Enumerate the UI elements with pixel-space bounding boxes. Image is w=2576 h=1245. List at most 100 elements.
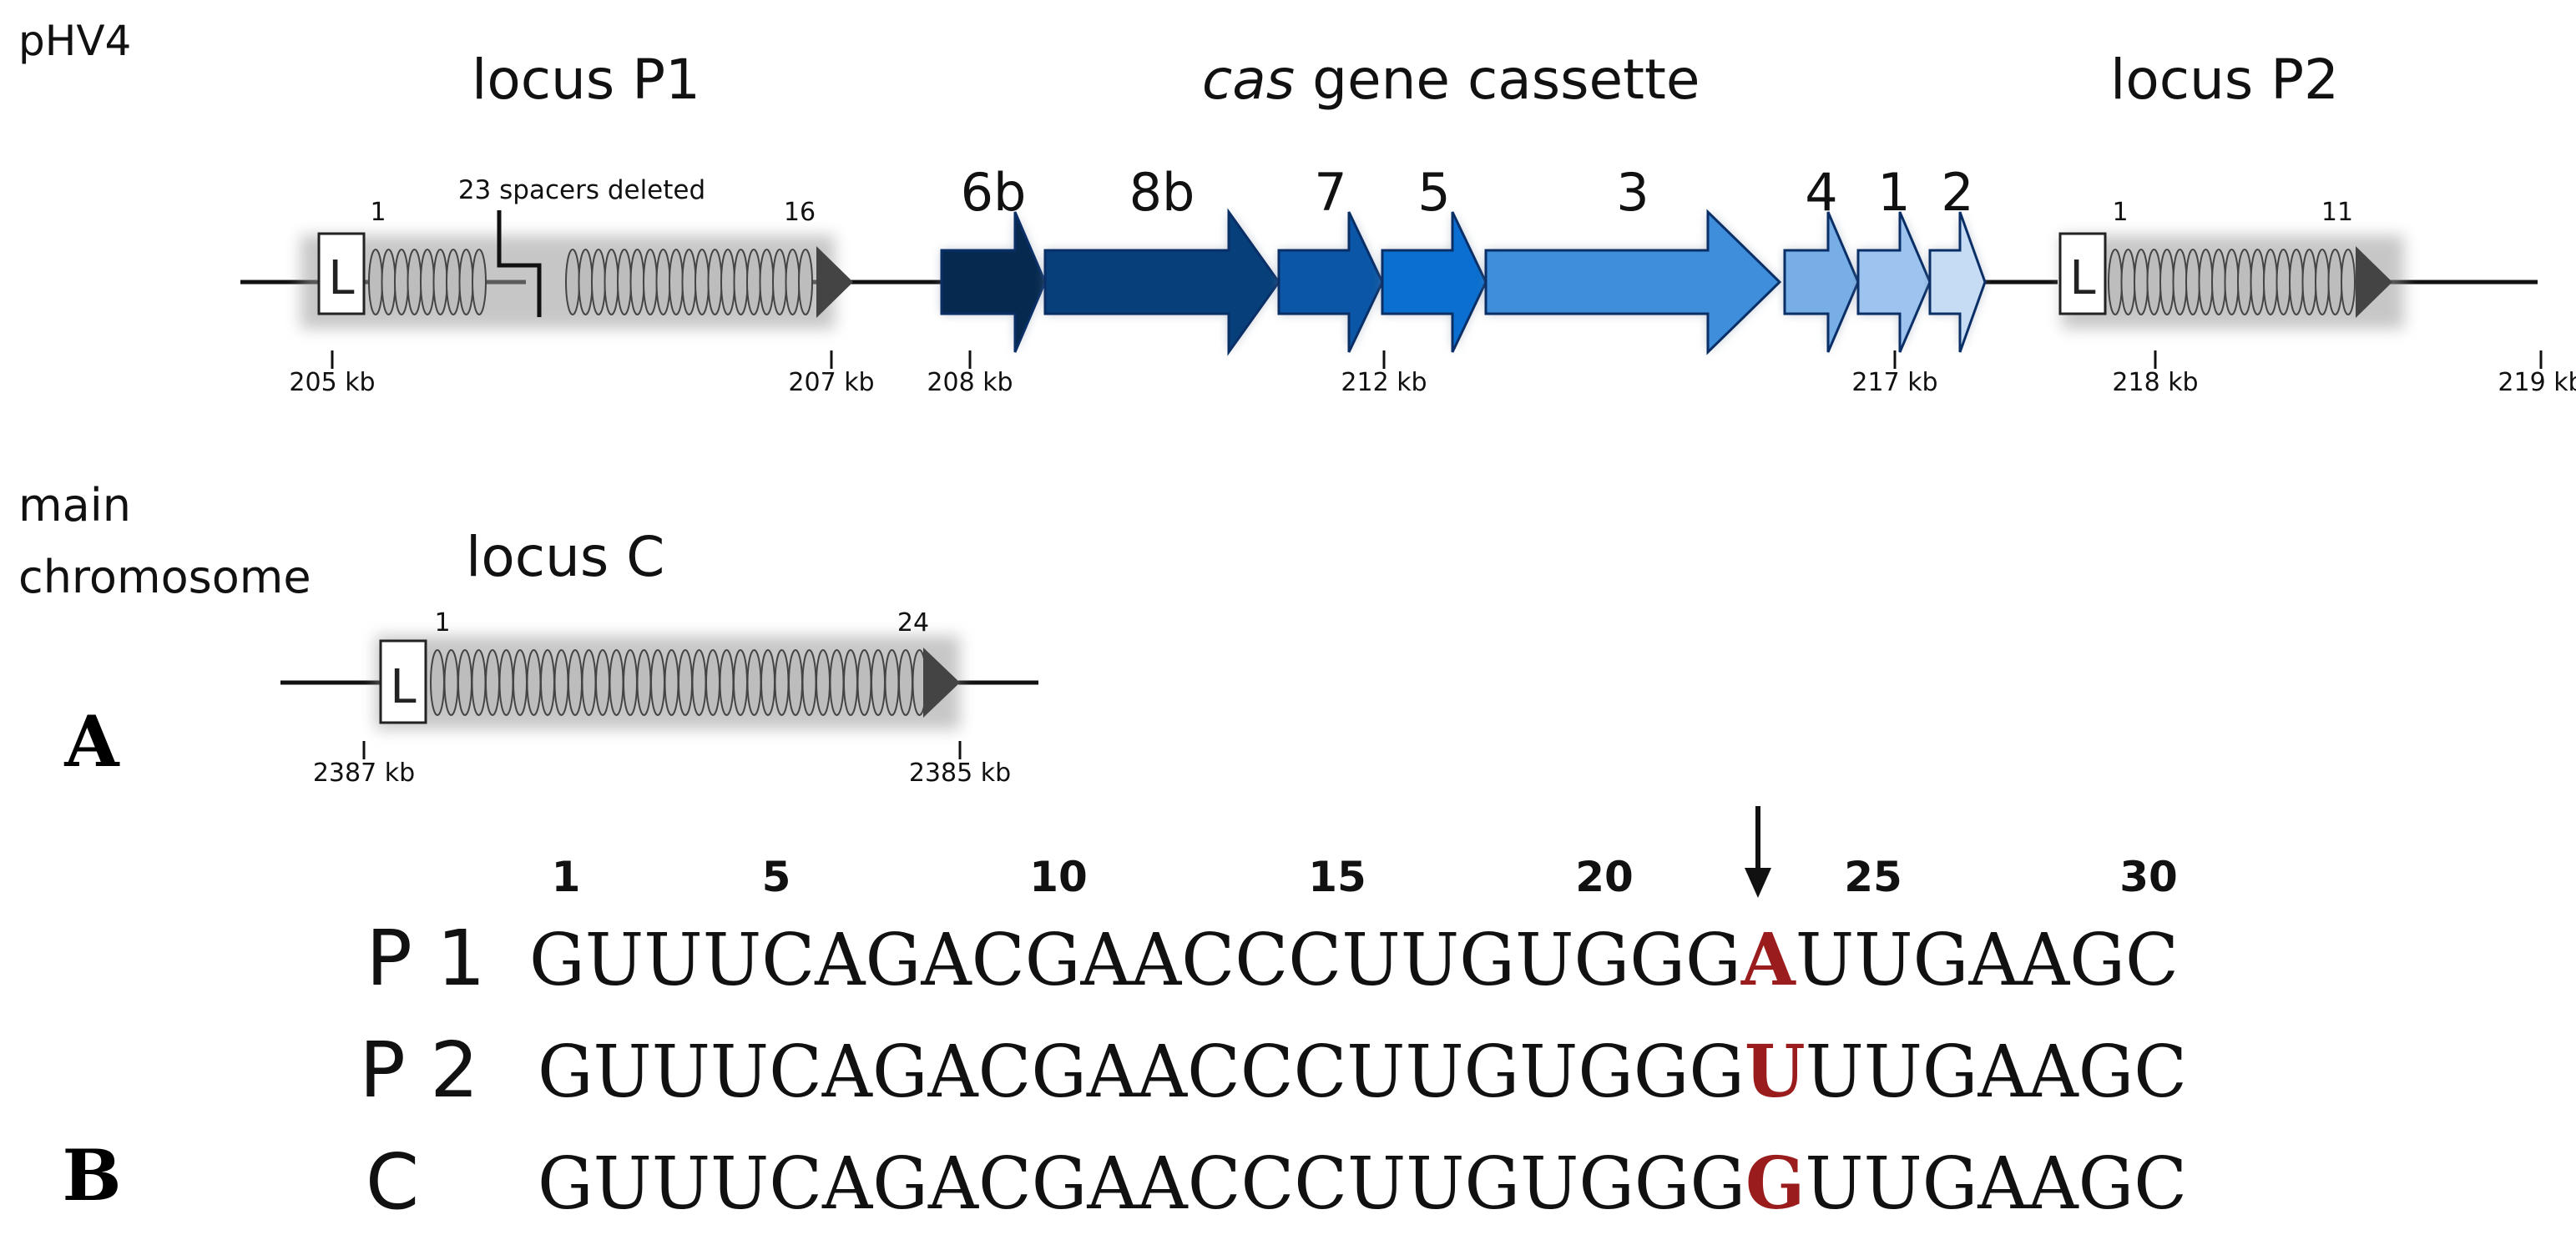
- deletion-break-icon: [497, 210, 542, 317]
- gene-5-arrow: [1381, 211, 1488, 353]
- c-spacer: [581, 649, 597, 716]
- c-spacer: [829, 649, 845, 716]
- sequence-text: GUUUCAGACGAACCCUUGUGGGGUUGAAGC: [538, 1142, 2187, 1226]
- p1-spacer: [420, 249, 435, 315]
- sequence-variant: U: [1745, 1030, 1806, 1114]
- p1-spacer: [432, 249, 448, 315]
- p2-spacer: [2315, 249, 2330, 315]
- locus-c-title: locus C: [466, 525, 664, 589]
- c-spacer: [471, 649, 487, 716]
- p2-spacer: [2327, 249, 2343, 315]
- c-spacer: [650, 649, 665, 716]
- phv4-title: pHV4: [18, 17, 131, 65]
- phv4-tick-label: 219 kb: [2498, 368, 2576, 397]
- sequence-label: P 2: [359, 1026, 478, 1115]
- p1-spacer: [381, 249, 397, 315]
- gene-3-arrow: [1484, 209, 1782, 355]
- position-number: 15: [1308, 853, 1366, 901]
- p2-spacer: [2146, 249, 2162, 315]
- gene-7-arrow: [1277, 211, 1384, 353]
- locus-p2-title: locus P2: [2110, 48, 2339, 112]
- p1-leader-box: [317, 232, 366, 315]
- p1-spacer: [707, 249, 723, 315]
- c-spacer: [856, 649, 872, 716]
- chr-tick-label: 2385 kb: [909, 759, 1011, 788]
- gene-8b-label: 8b: [1129, 162, 1195, 223]
- p1-spacer: [617, 249, 632, 315]
- gene-5-label: 5: [1417, 162, 1450, 223]
- p2-spacer: [2172, 249, 2188, 315]
- c-spacer: [609, 649, 624, 716]
- p2-spacer: [2134, 249, 2149, 315]
- c-spacer: [816, 649, 831, 716]
- sequence-suffix: UUGAAGC: [1796, 919, 2179, 1002]
- phv4-tick-label: 208 kb: [927, 368, 1013, 397]
- c-first-spacer: 1: [434, 608, 450, 638]
- gene-2-arrow: [1928, 211, 1987, 353]
- p1-spacer: [394, 249, 409, 315]
- c-spacer: [884, 649, 900, 716]
- sequence-suffix: UUGAAGC: [1806, 1031, 2187, 1114]
- p1-spacer-array-left: [368, 249, 487, 315]
- c-spacer: [719, 649, 735, 716]
- sequence-prefix: GUUUCAGACGAACCCUUGUGGG: [529, 919, 1741, 1002]
- phv4-tick-label: 207 kb: [788, 368, 874, 397]
- sequence-prefix: GUUUCAGACGAACCCUUGUGGG: [538, 1142, 1745, 1226]
- p1-spacer: [591, 249, 606, 315]
- p1-spacer: [643, 249, 658, 315]
- c-spacer: [568, 649, 583, 716]
- position-number: 10: [1029, 853, 1088, 901]
- p1-spacer-array-right: [565, 249, 813, 315]
- c-spacer: [801, 649, 817, 716]
- c-spacer: [898, 649, 913, 716]
- p1-spacer: [772, 249, 787, 315]
- p1-spacer: [733, 249, 749, 315]
- phv4-tick-label: 217 kb: [1851, 368, 1937, 397]
- position-number: 20: [1575, 853, 1634, 901]
- sequence-variant: A: [1740, 918, 1796, 1002]
- gene-4-arrow: [1783, 211, 1860, 353]
- phv4-tick-label: 212 kb: [1341, 368, 1427, 397]
- p1-spacer: [655, 249, 671, 315]
- p1-spacer: [720, 249, 735, 315]
- p2-spacer: [2301, 249, 2317, 315]
- cas-title-rest: gene cassette: [1295, 48, 1700, 112]
- p2-spacer-array: [2108, 249, 2356, 315]
- p1-spacer: [785, 249, 801, 315]
- sequence-label: C: [366, 1137, 419, 1227]
- p1-spacer: [681, 249, 697, 315]
- c-spacer: [526, 649, 542, 716]
- c-leader-box: [379, 639, 427, 724]
- c-arrowhead-icon: [923, 648, 960, 718]
- p1-spacer: [565, 249, 580, 315]
- c-spacer: [760, 649, 775, 716]
- p2-arrowhead-icon: [2356, 246, 2392, 318]
- sequence-prefix: GUUUCAGACGAACCCUUGUGGG: [538, 1031, 1745, 1114]
- position-number: 5: [762, 853, 791, 901]
- cas-cassette-title: cas gene cassette: [1202, 48, 1700, 112]
- sequence-text: GUUUCAGACGAACCCUUGUGGGAUUGAAGC: [529, 918, 2179, 1002]
- gene-3-label: 3: [1616, 162, 1649, 223]
- c-spacer: [540, 649, 555, 716]
- p1-spacer: [446, 249, 461, 315]
- c-spacer: [664, 649, 679, 716]
- p1-first-spacer: 1: [370, 198, 386, 227]
- panel-a-label: A: [63, 700, 120, 783]
- p2-leader-box: [2058, 232, 2107, 315]
- locus-c: L 1 24: [376, 608, 960, 729]
- chromosome-title-line2: chromosome: [18, 551, 311, 603]
- phv4-tick-label: 218 kb: [2112, 368, 2198, 397]
- c-spacer: [485, 649, 500, 716]
- p1-spacer: [458, 249, 474, 315]
- p2-first-spacer: 1: [2112, 198, 2128, 227]
- sequence-row: C GUUUCAGACGAACCCUUGUGGGGUUGAAGC: [366, 1137, 2187, 1227]
- locus-p2: L 1 11: [2058, 198, 2404, 329]
- p2-spacer: [2224, 249, 2240, 315]
- gene-8b-arrow: [1043, 208, 1280, 356]
- c-spacer: [443, 649, 459, 716]
